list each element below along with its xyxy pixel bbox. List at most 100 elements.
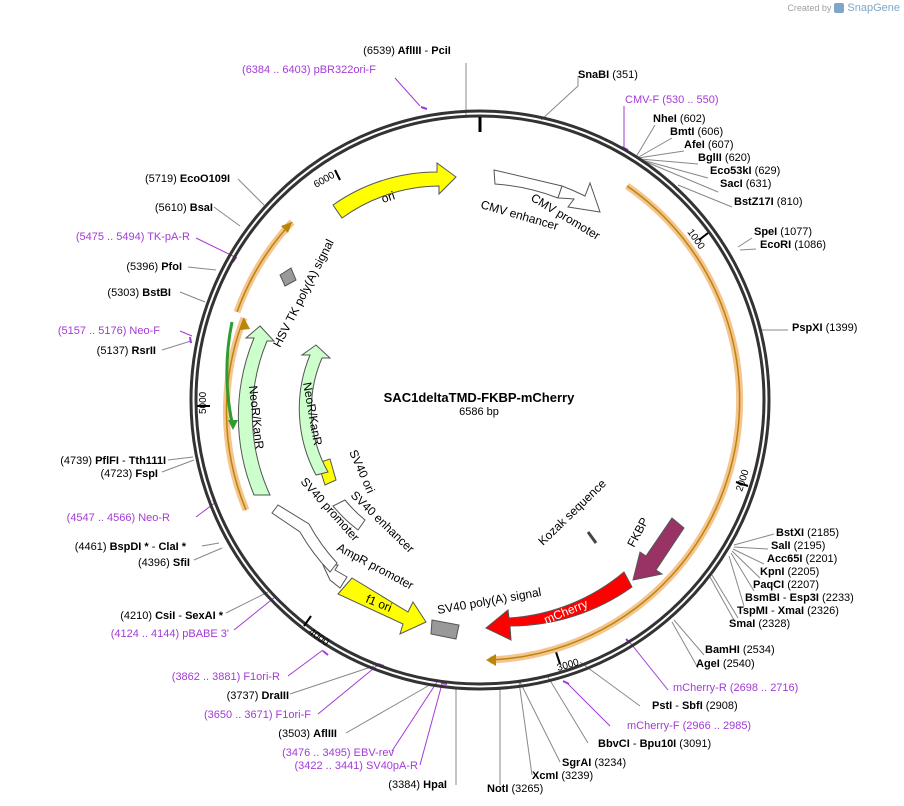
site-label-bbvci-bpu10i[interactable]: BbvCI - Bpu10I (3091) xyxy=(598,738,711,750)
site-label-bstbi[interactable]: (5303) BstBI xyxy=(107,287,171,299)
feature-kozak[interactable] xyxy=(586,531,598,544)
site-label-bglii[interactable]: BglII (620) xyxy=(698,152,751,164)
site-label-afliii-pcii[interactable]: (6539) AflIII - PciI xyxy=(363,45,451,57)
site-label-ecoo109i[interactable]: (5719) EcoO109I xyxy=(145,173,230,185)
site-label-bmti[interactable]: BmtI (606) xyxy=(670,126,723,138)
label-part: BsaI xyxy=(190,202,213,214)
primer-label-pbr322ori-f[interactable]: (6384 .. 6403) pBR322ori-F xyxy=(242,64,376,76)
label-part: (4723) xyxy=(101,468,136,480)
label-part: AgeI xyxy=(696,658,720,670)
site-label-tspmi-xmai[interactable]: TspMI - XmaI (2326) xyxy=(737,605,839,617)
label-part: (2185) xyxy=(804,527,839,539)
primer-label-sv40pa-r[interactable]: (3422 .. 3441) SV40pA-R xyxy=(294,760,418,772)
site-label-kpni[interactable]: KpnI (2205) xyxy=(760,566,819,578)
primer-label-tk-pa-r[interactable]: (5475 .. 5494) TK-pA-R xyxy=(76,231,190,243)
site-label-bspdi-clai[interactable]: (4461) BspDI * - ClaI * xyxy=(75,541,187,553)
site-label-pfoi[interactable]: (5396) PfoI xyxy=(126,261,182,273)
site-label-bsai[interactable]: (5610) BsaI xyxy=(155,202,213,214)
site-label-smai[interactable]: SmaI (2328) xyxy=(729,618,790,630)
site-label-paqci[interactable]: PaqCI (2207) xyxy=(753,579,819,591)
primer-label-ebv-rev[interactable]: (3476 .. 3495) EBV-rev xyxy=(282,747,394,759)
site-label-noti[interactable]: NotI (3265) xyxy=(487,783,543,795)
site-label-fspi[interactable]: (4723) FspI xyxy=(101,468,158,480)
label-part: EcoRI xyxy=(760,239,791,251)
feature-sv40-enhancer[interactable] xyxy=(332,499,366,531)
site-label-draiii[interactable]: (3737) DraIII xyxy=(227,690,289,702)
label-part: NheI xyxy=(653,113,677,125)
site-label-nhei[interactable]: NheI (602) xyxy=(653,113,706,125)
site-label-bamhi[interactable]: BamHI (2534) xyxy=(705,644,775,656)
site-label-sgrai[interactable]: SgrAI (3234) xyxy=(562,757,626,769)
label-part: Bpu10I xyxy=(640,738,677,750)
label-part: (631) xyxy=(743,178,772,190)
label-part: (3384) xyxy=(388,779,423,791)
site-label-eco53ki[interactable]: Eco53kI (629) xyxy=(710,165,780,177)
primer-label-mcherry-f[interactable]: mCherry-F (2966 .. 2985) xyxy=(627,720,751,732)
site-label-hpai[interactable]: (3384) HpaI xyxy=(388,779,447,791)
label-part: (2908) xyxy=(703,700,738,712)
label-part: (1399) xyxy=(823,322,858,334)
feature-neor-outer[interactable] xyxy=(237,325,276,496)
label-part: (3650 .. 3671) F1ori-F xyxy=(204,709,311,721)
site-label-snabi[interactable]: SnaBI (351) xyxy=(578,69,638,81)
feature-neor-inner[interactable] xyxy=(298,344,332,476)
feature-f1-ori[interactable] xyxy=(337,577,427,635)
label-part: BstZ17I xyxy=(734,196,774,208)
site-label-acc65i[interactable]: Acc65I (2201) xyxy=(767,553,837,565)
label-part: (4739) xyxy=(60,455,95,467)
site-label-spei[interactable]: SpeI (1077) xyxy=(754,226,812,238)
site-label-ecori[interactable]: EcoRI (1086) xyxy=(760,239,826,251)
site-label-saci[interactable]: SacI (631) xyxy=(720,178,771,190)
label-part: (4461) xyxy=(75,541,110,553)
label-part: (5157 .. 5176) Neo-F xyxy=(58,325,160,337)
feature-ori[interactable] xyxy=(332,162,457,219)
feature-sv40-promoter[interactable] xyxy=(271,504,338,573)
tick-label-6000: 6000 xyxy=(312,170,337,191)
label-part: (4396) xyxy=(138,557,173,569)
primer-label-pbabe3[interactable]: (4124 .. 4144) pBABE 3' xyxy=(111,628,229,640)
label-part: - xyxy=(768,605,778,617)
site-label-pspxi[interactable]: PspXI (1399) xyxy=(792,322,857,334)
feature-cmv-enhancer[interactable] xyxy=(493,169,563,199)
primer-label-neo-r[interactable]: (4547 .. 4566) Neo-R xyxy=(67,512,170,524)
site-label-bstz17i[interactable]: BstZ17I (810) xyxy=(734,196,803,208)
primer-label-f1ori-f[interactable]: (3650 .. 3671) F1ori-F xyxy=(204,709,311,721)
label-part: Acc65I xyxy=(767,553,802,565)
site-label-csii-sexai[interactable]: (4210) CsiI - SexAI * xyxy=(120,610,223,622)
feature-mcherry[interactable] xyxy=(485,571,633,641)
site-label-bsmbi-esp3i[interactable]: BsmBI - Esp3I (2233) xyxy=(745,592,854,604)
site-label-psti-sbfi[interactable]: PstI - SbfI (2908) xyxy=(652,700,738,712)
label-part: BstBI xyxy=(142,287,171,299)
site-label-bstxi[interactable]: BstXI (2185) xyxy=(776,527,839,539)
feature-sv40-polya[interactable] xyxy=(430,619,460,640)
label-part: BstXI xyxy=(776,527,804,539)
label-part: - xyxy=(425,45,432,57)
label-part: BbvCI xyxy=(598,738,630,750)
primer-label-f1ori-r[interactable]: (3862 .. 3881) F1ori-R xyxy=(172,671,280,683)
primer-label-cmv-f[interactable]: CMV-F (530 .. 550) xyxy=(625,94,719,106)
label-part: (3091) xyxy=(676,738,711,750)
site-label-afliii[interactable]: (3503) AflIII xyxy=(278,728,337,740)
label-part: (5137) xyxy=(97,345,132,357)
site-label-rsrii[interactable]: (5137) RsrII xyxy=(97,345,156,357)
site-label-pflfi-tth111i[interactable]: (4739) PflFI - Tth111I xyxy=(60,455,166,467)
site-label-afei[interactable]: AfeI (607) xyxy=(684,139,734,151)
label-part: PfoI xyxy=(161,261,182,273)
site-label-sali[interactable]: SalI (2195) xyxy=(771,540,825,552)
primer-label-mcherry-r[interactable]: mCherry-R (2698 .. 2716) xyxy=(673,682,798,694)
site-label-xcmi[interactable]: XcmI (3239) xyxy=(532,770,593,782)
feature-label-sv40-polya: SV40 poly(A) signal xyxy=(436,585,542,617)
label-part: PflFI xyxy=(95,455,119,467)
label-part: mCherry-R (2698 .. 2716) xyxy=(673,682,798,694)
site-label-agei[interactable]: AgeI (2540) xyxy=(696,658,755,670)
label-part: TspMI xyxy=(737,605,768,617)
snapgene-mark-icon xyxy=(834,3,845,13)
label-part: (2326) xyxy=(804,605,839,617)
feature-fkbp[interactable] xyxy=(632,517,685,581)
snapgene-logo: Created by SnapGene xyxy=(787,2,900,14)
primer-label-neo-f[interactable]: (5157 .. 5176) Neo-F xyxy=(58,325,160,337)
feature-cmv-promoter[interactable] xyxy=(557,181,601,213)
label-part: SfiI xyxy=(173,557,190,569)
site-label-sfii[interactable]: (4396) SfiI xyxy=(138,557,190,569)
feature-hsv-tk-polya[interactable] xyxy=(279,267,297,287)
